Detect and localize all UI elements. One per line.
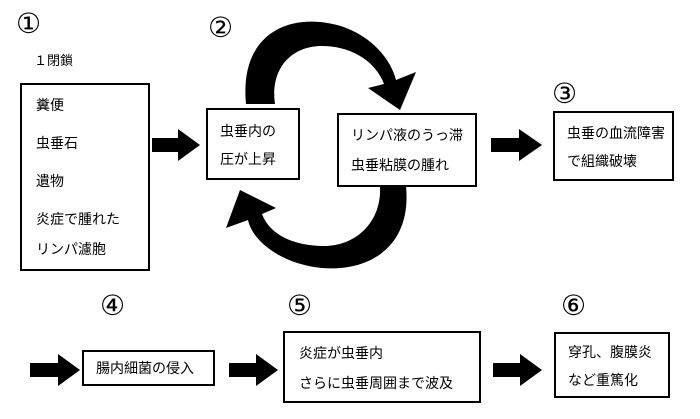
step-5-box: 炎症が虫垂内 さらに虫垂周囲まで波及 xyxy=(283,331,481,403)
step-2b-box: リンパ液のうっ滞 虫垂粘膜の腫れ xyxy=(337,113,477,187)
step-3-box: 虫垂の血流障害 で組織破壊 xyxy=(553,111,674,181)
step-6-number: ⑥ xyxy=(561,289,587,322)
step-2-box: 虫垂内の 圧が上昇 xyxy=(206,108,300,180)
step-6-box: 穿孔、腹膜炎 など重篤化 xyxy=(554,332,670,398)
step-2-line: 圧が上昇 xyxy=(220,152,276,168)
arrow-4-to-5 xyxy=(229,354,278,386)
arrow-5-to-6 xyxy=(493,354,542,386)
step-1-item: 遺物 xyxy=(36,174,64,190)
step-1-item: 炎症で腫れた xyxy=(36,212,120,228)
step-5-number: ⑤ xyxy=(287,289,313,322)
step-6-line: など重篤化 xyxy=(568,373,638,389)
arrow-into-4 xyxy=(30,354,80,386)
step-3-line: で組織破壊 xyxy=(567,154,637,170)
step-2-number: ② xyxy=(208,11,234,44)
step-4-line: 腸内細菌の侵入 xyxy=(96,361,194,377)
step-2-line: 虫垂内の xyxy=(220,124,276,140)
step-1-box: 糞便 虫垂石 遺物 炎症で腫れた リンパ濾胞 xyxy=(20,83,150,271)
cycle-arrow-top xyxy=(245,21,416,110)
step-1-item: 虫垂石 xyxy=(36,136,78,152)
step-1-item: リンパ濾胞 xyxy=(36,242,106,258)
step-5-line: さらに虫垂周囲まで波及 xyxy=(299,376,453,392)
step-6-line: 穿孔、腹膜炎 xyxy=(568,345,652,361)
step-4-number: ④ xyxy=(100,289,126,322)
step-1-number: ① xyxy=(16,7,42,40)
step-4-box: 腸内細菌の侵入 xyxy=(82,350,215,386)
step-2b-line: リンパ液のうっ滞 xyxy=(351,128,463,144)
step-2b-line: 虫垂粘膜の腫れ xyxy=(351,158,449,174)
step-1-item: 糞便 xyxy=(36,98,64,114)
step-1-heading: １閉鎖 xyxy=(34,54,74,69)
step-5-line: 炎症が虫垂内 xyxy=(299,346,383,362)
step-3-number: ③ xyxy=(552,77,578,110)
arrow-1-to-2 xyxy=(152,129,200,161)
cycle-arrow-bottom xyxy=(226,186,407,269)
step-3-line: 虫垂の血流障害 xyxy=(567,126,665,142)
arrow-2b-to-3 xyxy=(491,129,542,161)
